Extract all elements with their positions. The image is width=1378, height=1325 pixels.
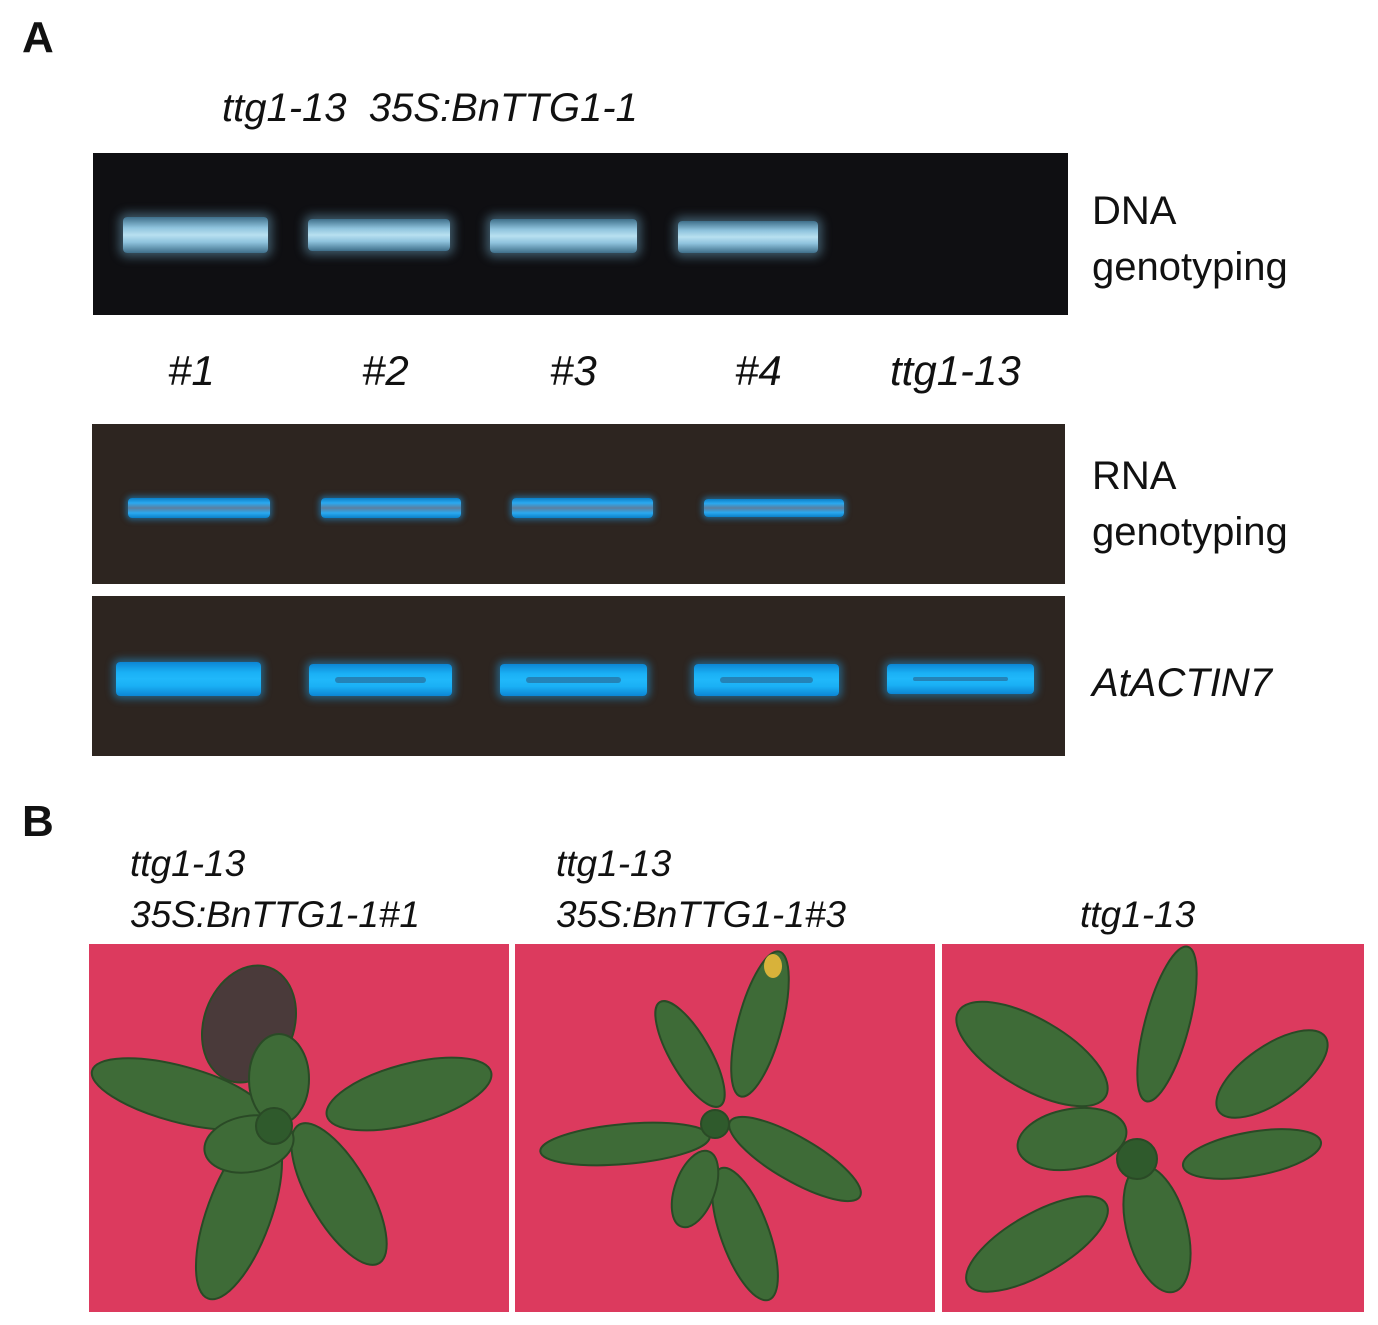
lane-label-5: ttg1-13 [890, 347, 1021, 394]
actin-label: AtACTIN7 [1092, 661, 1273, 705]
actin-band-lane-1 [116, 662, 261, 696]
plant-photo-3 [942, 944, 1364, 1312]
plant-photo-1 [89, 944, 509, 1312]
actin-band-lane-3 [500, 664, 647, 696]
photo-label-3: ttg1-13 [1080, 894, 1196, 935]
dna-band-lane-3 [490, 219, 637, 253]
actin-band-lane-4 [694, 664, 839, 696]
dna-band-lane-2 [308, 219, 450, 251]
actin-gel [92, 596, 1065, 756]
panel-b-letter: B [22, 797, 54, 846]
photo-label-2: ttg1-13 35S:BnTTG1-1#3 [556, 843, 846, 936]
panel-a-title: ttg1-13 35S:BnTTG1-1 [222, 88, 638, 128]
lane-label-4: #4 [735, 347, 782, 394]
actin-band-lane-2 [309, 664, 452, 696]
dna-band-lane-4 [678, 221, 818, 253]
panel-a-letter: A [22, 13, 54, 62]
rna-band-lane-4 [704, 499, 844, 517]
title-construct: 35S:BnTTG1-1 [368, 86, 638, 130]
title-genotype: ttg1-13 [222, 86, 347, 130]
lane-label-2: #2 [362, 347, 409, 394]
photo-label-1: ttg1-13 35S:BnTTG1-1#1 [130, 843, 420, 936]
rna-band-lane-1 [128, 498, 270, 518]
rna-genotyping-label: RNA genotyping [1092, 454, 1288, 554]
rna-gel [92, 424, 1065, 584]
dna-gel [93, 153, 1068, 315]
rna-band-lane-3 [512, 498, 653, 518]
actin-band-lane-5 [887, 664, 1034, 694]
lane-label-3: #3 [550, 347, 597, 394]
plant-photo-2 [515, 944, 935, 1312]
lane-label-1: #1 [168, 347, 215, 394]
dna-genotyping-label: DNA genotyping [1092, 189, 1288, 289]
rna-band-lane-2 [321, 498, 461, 518]
dna-band-lane-1 [123, 217, 268, 253]
